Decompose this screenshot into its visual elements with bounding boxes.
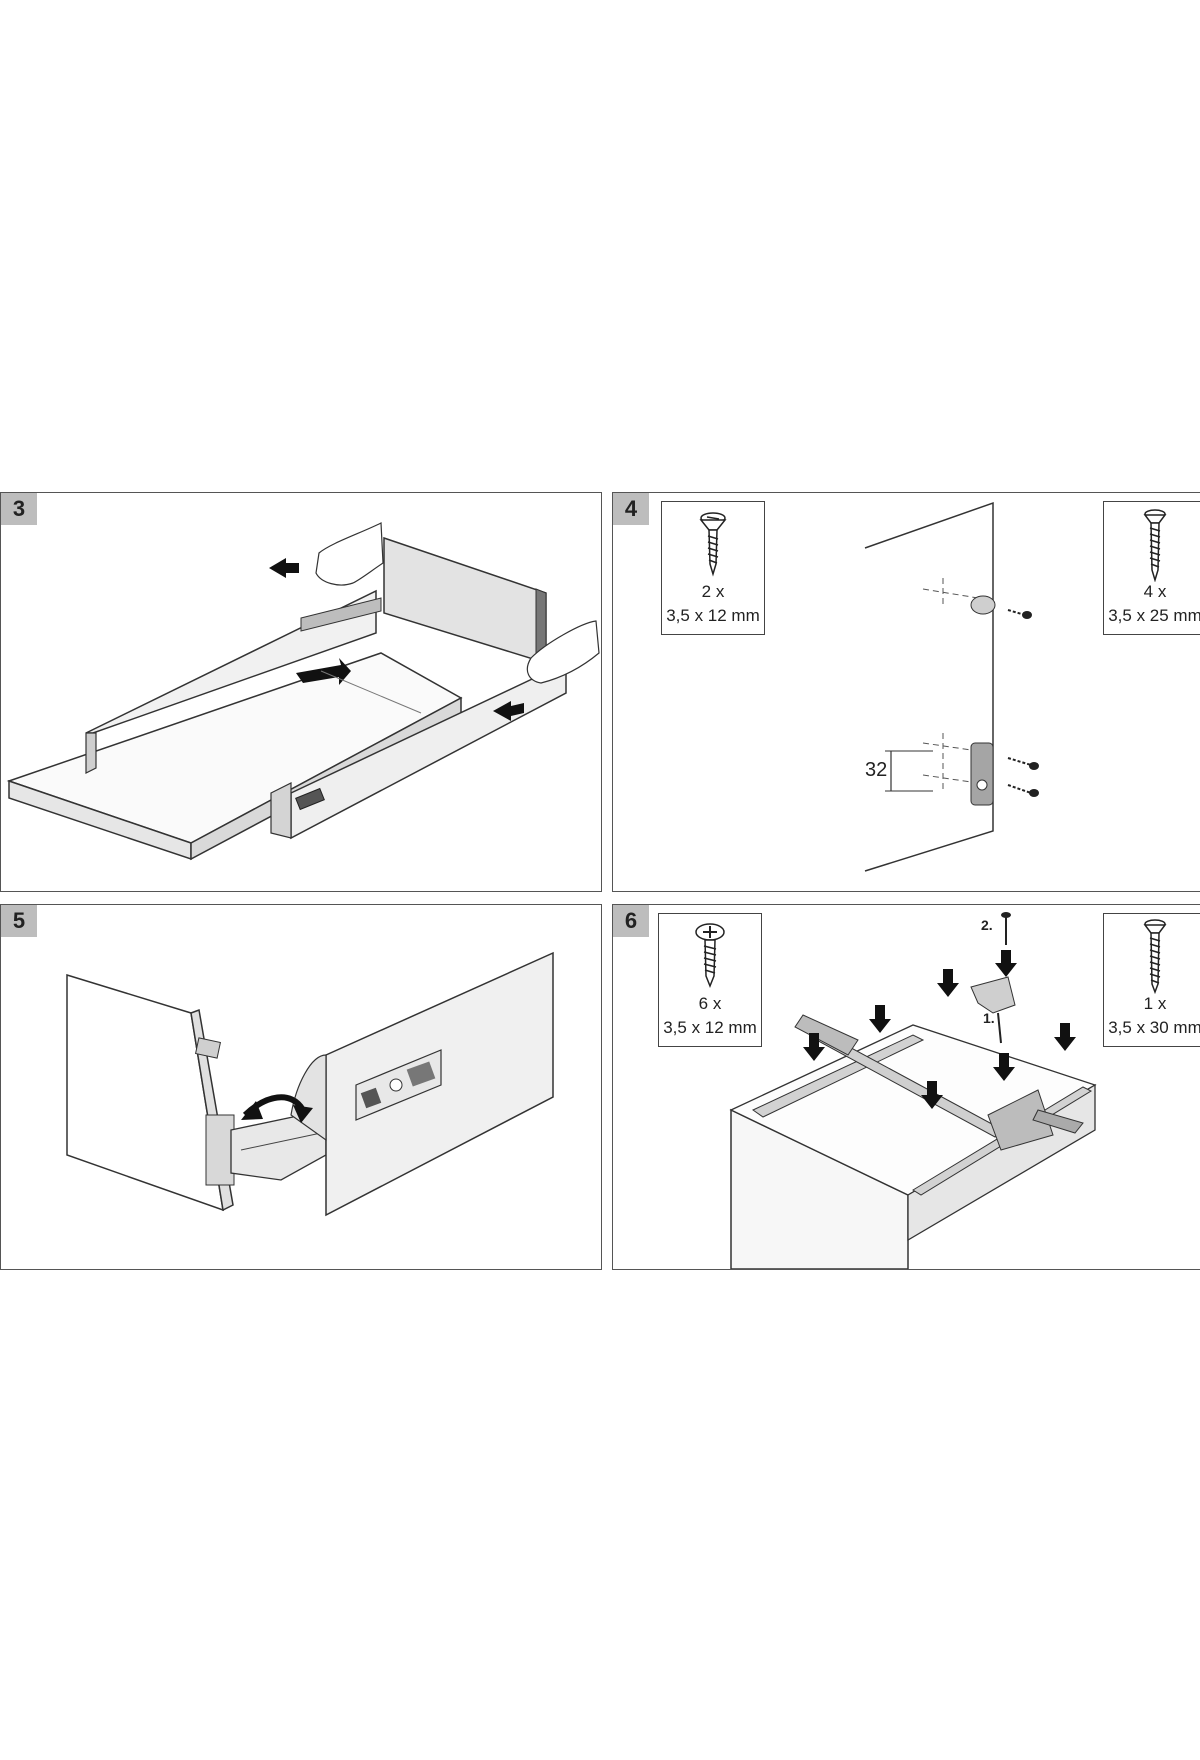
arrow-left-icon <box>493 701 524 721</box>
step-6-panel: 6 6 x 3,5 x 12 mm 1 x 3,5 x 30 mm <box>612 904 1200 1270</box>
screw-box-4x-25mm: 4 x 3,5 x 25 mm <box>1103 501 1200 635</box>
step-3-panel: 3 <box>0 492 602 892</box>
step-6-number: 6 <box>613 905 649 937</box>
arrow-curved-icon <box>241 1101 263 1120</box>
step-6-illustration <box>729 912 1097 1269</box>
screw-count: 6 x <box>698 994 722 1013</box>
countersunk-long-screw-icon <box>1143 919 1167 994</box>
screw-box-6x-12mm: 6 x 3,5 x 12 mm <box>658 913 762 1047</box>
screw-count: 4 x <box>1143 582 1167 601</box>
step-5-number: 5 <box>1 905 37 937</box>
step-5-illustration <box>66 951 554 1217</box>
pan-head-screw-icon <box>695 923 725 989</box>
screw-size: 3,5 x 30 mm <box>1108 1018 1200 1037</box>
step-3-illustration <box>6 522 600 861</box>
arrow-down-icon <box>803 950 1076 1109</box>
countersunk-screw-icon <box>699 512 727 577</box>
order-label-second: 2. <box>981 917 993 933</box>
step-4-panel: 4 2 x 3,5 x 12 mm 4 x 3,5 x 25 mm <box>612 492 1200 892</box>
step-3-number: 3 <box>1 493 37 525</box>
step-5-panel: 5 <box>0 904 602 1270</box>
countersunk-long-screw-icon <box>1143 509 1167 582</box>
screw-count: 2 x <box>701 582 725 601</box>
screw-size: 3,5 x 25 mm <box>1108 606 1200 625</box>
dimension-label: 32 <box>865 759 888 781</box>
screw-box-1x-30mm: 1 x 3,5 x 30 mm <box>1103 913 1200 1047</box>
screw-size: 3,5 x 12 mm <box>666 606 760 625</box>
assembly-instructions-sheet: 3 4 <box>0 492 1200 1270</box>
arrow-left-icon <box>269 558 299 578</box>
arrow-right-icon <box>296 658 351 685</box>
screw-box-2x-12mm: 2 x 3,5 x 12 mm <box>661 501 765 635</box>
step-4-number: 4 <box>613 493 649 525</box>
screw-count: 1 x <box>1143 994 1167 1013</box>
step-4-illustration <box>864 501 1039 872</box>
order-label-first: 1. <box>983 1010 995 1026</box>
screw-size: 3,5 x 12 mm <box>663 1018 757 1037</box>
